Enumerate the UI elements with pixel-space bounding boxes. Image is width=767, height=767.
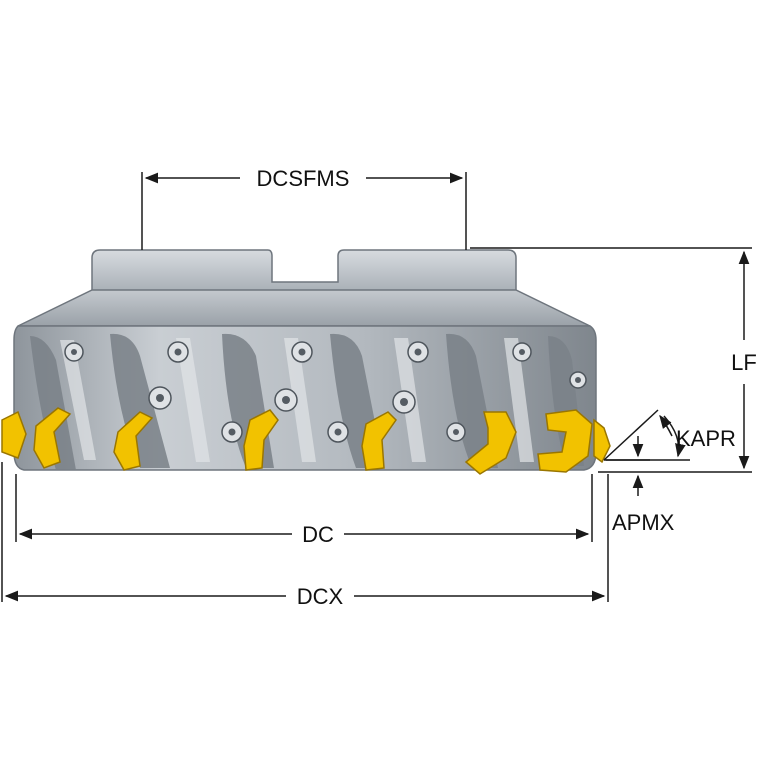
insert-6 bbox=[464, 411, 517, 475]
dimension-lines bbox=[1, 172, 752, 602]
insert-1 bbox=[1, 410, 27, 459]
label-lf: LF bbox=[731, 350, 757, 375]
label-dc: DC bbox=[302, 522, 334, 547]
insert-7 bbox=[537, 409, 593, 473]
label-dcsfms: DCSFMS bbox=[257, 166, 350, 191]
label-kapr: KAPR bbox=[676, 426, 736, 451]
screw-sockets bbox=[71, 348, 581, 436]
insert-4 bbox=[243, 409, 279, 471]
cutter-hub bbox=[91, 249, 517, 297]
label-apmx: APMX bbox=[612, 510, 675, 535]
cutter-shoulder bbox=[17, 289, 591, 327]
label-dcx: DCX bbox=[297, 584, 344, 609]
insert-8 bbox=[593, 418, 611, 464]
insert-5 bbox=[361, 411, 397, 471]
kapr-bevel-line bbox=[603, 409, 659, 461]
dimension-labels: DCSFMS LF KAPR APMX DC DCX bbox=[257, 166, 757, 609]
insert-2 bbox=[33, 407, 72, 469]
insert-3 bbox=[113, 411, 154, 471]
cutting-inserts bbox=[1, 407, 611, 475]
kapr-arc-start bbox=[659, 414, 673, 437]
